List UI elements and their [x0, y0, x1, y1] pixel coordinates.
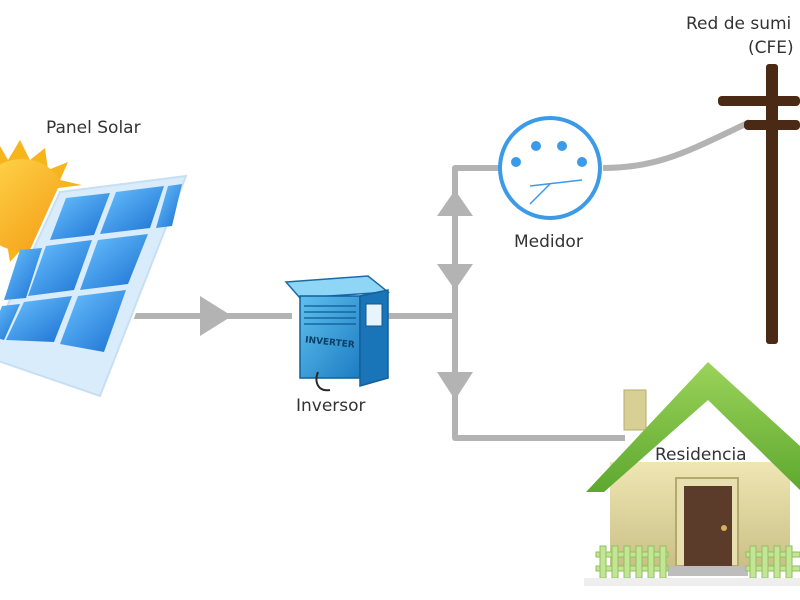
arrow-down-icon: [437, 372, 473, 400]
arrow-down-icon: [437, 264, 473, 290]
arrow-up-icon: [437, 190, 473, 216]
flow-arrows: [200, 190, 473, 400]
connection-lines: [130, 119, 752, 441]
grid-label-line2: (CFE): [748, 38, 794, 58]
medidor-label: Medidor: [514, 232, 583, 252]
inversor-label: Inversor: [296, 396, 366, 416]
house-icon: [584, 362, 800, 586]
fence: [595, 545, 800, 579]
panel-solar-label: Panel Solar: [46, 118, 141, 138]
inverter-icon: INVERTER: [284, 275, 390, 392]
solar-panel-icon: [0, 172, 190, 402]
meter-icon: [498, 116, 602, 220]
meter-to-grid-line: [602, 119, 752, 171]
utility-pole-icon: [718, 64, 800, 344]
arrow-right-icon: [200, 296, 232, 336]
grid-label: Red de sumi (CFE): [686, 12, 794, 60]
grid-label-line1: Red de sumi: [686, 14, 792, 34]
residencia-label: Residencia: [655, 445, 747, 465]
junction-to-house-line: [452, 316, 625, 441]
junction-to-meter-line: [452, 165, 500, 316]
